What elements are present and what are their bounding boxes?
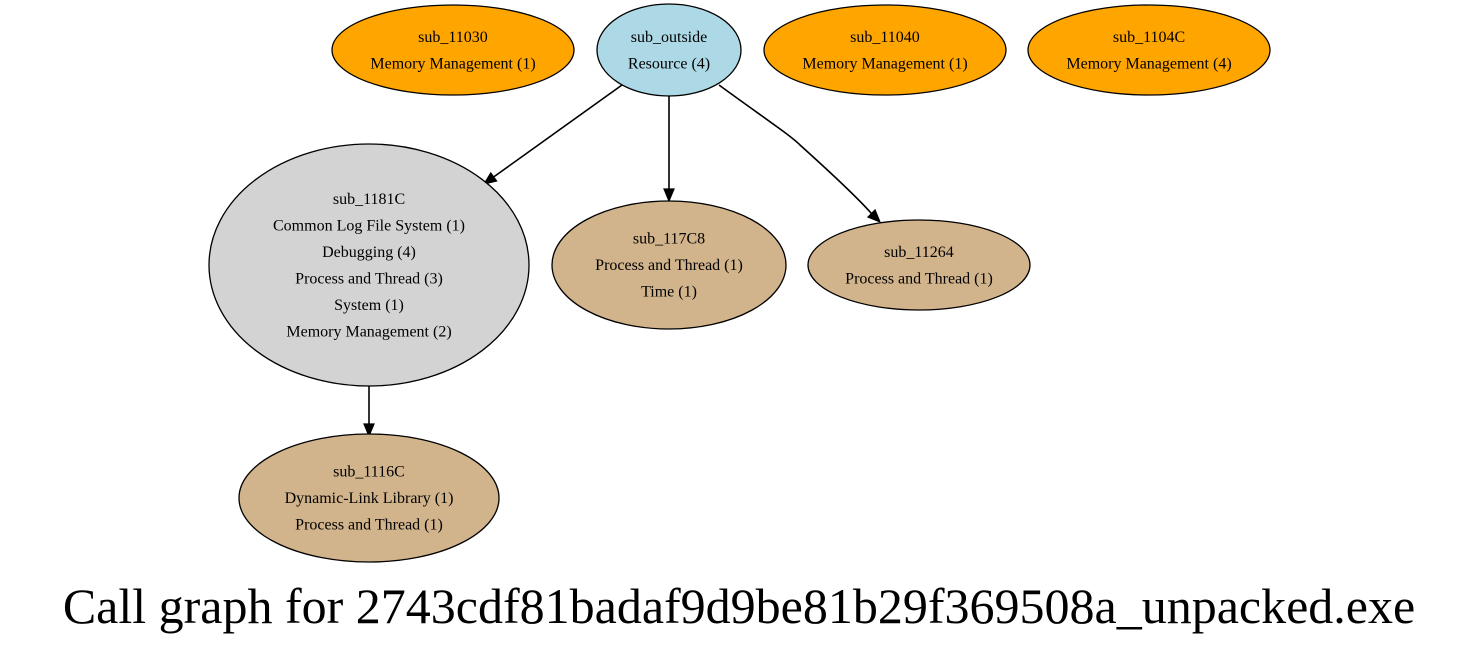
node-category: Memory Management (1) [370,55,535,72]
node-category: Time (1) [641,284,697,301]
node-category: Process and Thread (1) [295,517,443,534]
arrowhead-icon [482,171,498,185]
edges-layer [363,84,882,438]
node-name: sub_outside [631,29,707,46]
node-sub_1116C: sub_1116C Dynamic-Link Library (1) Process… [238,433,500,563]
node-category: System (1) [334,297,404,314]
node-name: sub_11040 [850,29,920,46]
node-sub_1181C: sub_1181C Common Log File System (1) Debug… [208,143,530,387]
node-category: Dynamic-Link Library (1) [285,490,454,507]
node-category: Debugging (4) [322,244,416,261]
node-name: sub_1181C [333,191,405,208]
node-ellipse [238,433,500,563]
arrowhead-icon [663,188,675,203]
edge-line [718,84,873,215]
node-ellipse [596,3,742,97]
graph-title: Call graph for 2743cdf81badaf9d9be81b29f… [63,578,1415,634]
edge-sub_outside-to-sub_117C8 [663,96,675,203]
node-category: Process and Thread (1) [845,270,993,287]
arrowhead-icon [363,423,375,438]
node-name: sub_1116C [333,464,405,481]
node-ellipse [551,200,787,330]
node-category: Resource (4) [628,55,710,72]
node-name: sub_11030 [418,29,488,46]
node-category: Process and Thread (1) [595,257,743,274]
arrowhead-icon [866,208,882,224]
node-category: Memory Management (2) [286,323,451,340]
node-ellipse [331,4,575,96]
node-name: sub_11264 [884,244,954,261]
node-category: Process and Thread (3) [295,270,443,287]
edge-line [493,84,623,178]
node-name: sub_117C8 [633,231,705,248]
edge-sub_outside-to-sub_1181C [482,84,623,185]
node-category: Memory Management (4) [1066,55,1231,72]
edge-sub_outside-to-sub_11264 [718,84,882,224]
node-category: Memory Management (1) [802,55,967,72]
node-ellipse [1027,4,1271,96]
node-ellipse [807,219,1031,311]
node-ellipse [763,4,1007,96]
node-category: Common Log File System (1) [273,217,465,234]
node-name: sub_1104C [1113,29,1185,46]
edge-sub_1181C-to-sub_1116C [363,386,375,438]
node-sub_1104C: sub_1104C Memory Management (4) [1027,4,1271,96]
node-ellipse [208,143,530,387]
